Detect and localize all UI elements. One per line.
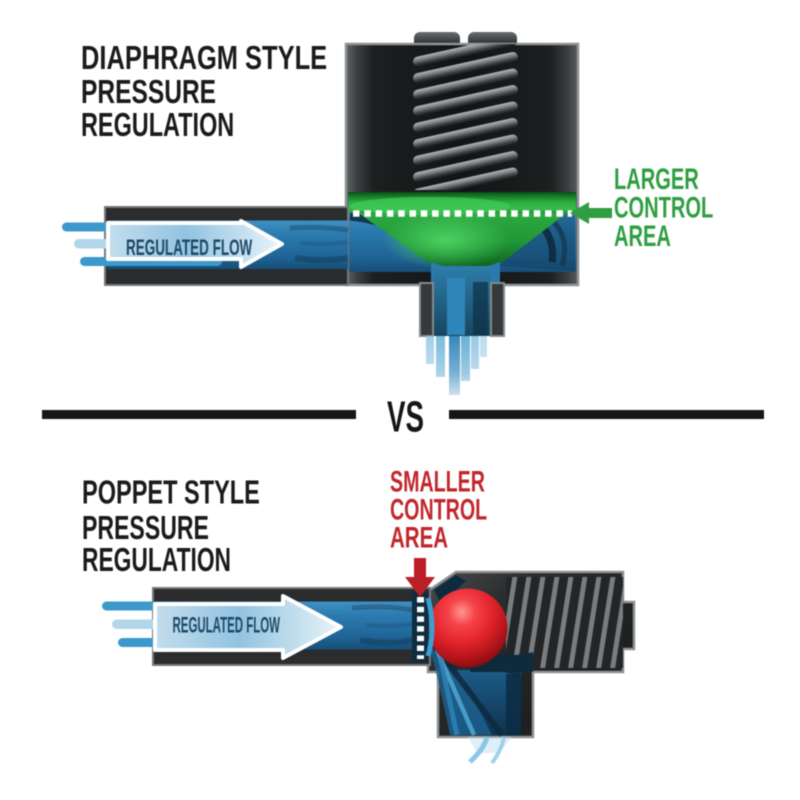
- svg-text:AREA: AREA: [614, 220, 671, 253]
- svg-text:SMALLER: SMALLER: [390, 465, 485, 498]
- svg-text:LARGER: LARGER: [614, 163, 699, 196]
- svg-text:REGULATION: REGULATION: [82, 542, 231, 579]
- svg-text:REGULATED FLOW: REGULATED FLOW: [126, 235, 253, 260]
- svg-text:PRESSURE: PRESSURE: [82, 510, 209, 547]
- svg-text:AREA: AREA: [390, 522, 448, 555]
- svg-text:REGULATED FLOW: REGULATED FLOW: [173, 612, 281, 637]
- svg-text:POPPET STYLE: POPPET STYLE: [82, 475, 260, 512]
- svg-text:DIAPHRAGM STYLE: DIAPHRAGM STYLE: [81, 40, 327, 77]
- svg-text:VS: VS: [387, 392, 424, 441]
- svg-text:CONTROL: CONTROL: [390, 493, 487, 526]
- svg-text:CONTROL: CONTROL: [614, 192, 713, 225]
- svg-text:PRESSURE: PRESSURE: [81, 73, 216, 111]
- svg-text:REGULATION: REGULATION: [81, 107, 234, 144]
